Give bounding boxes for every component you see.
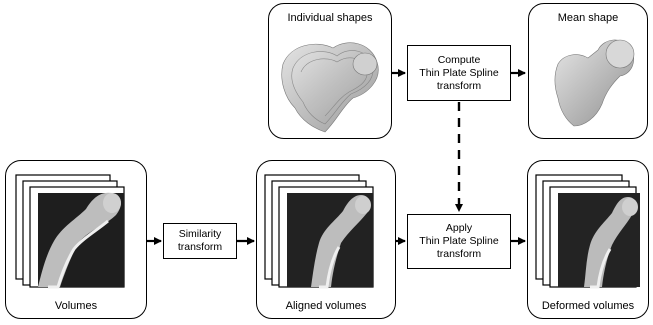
arrows-layer <box>0 0 653 325</box>
